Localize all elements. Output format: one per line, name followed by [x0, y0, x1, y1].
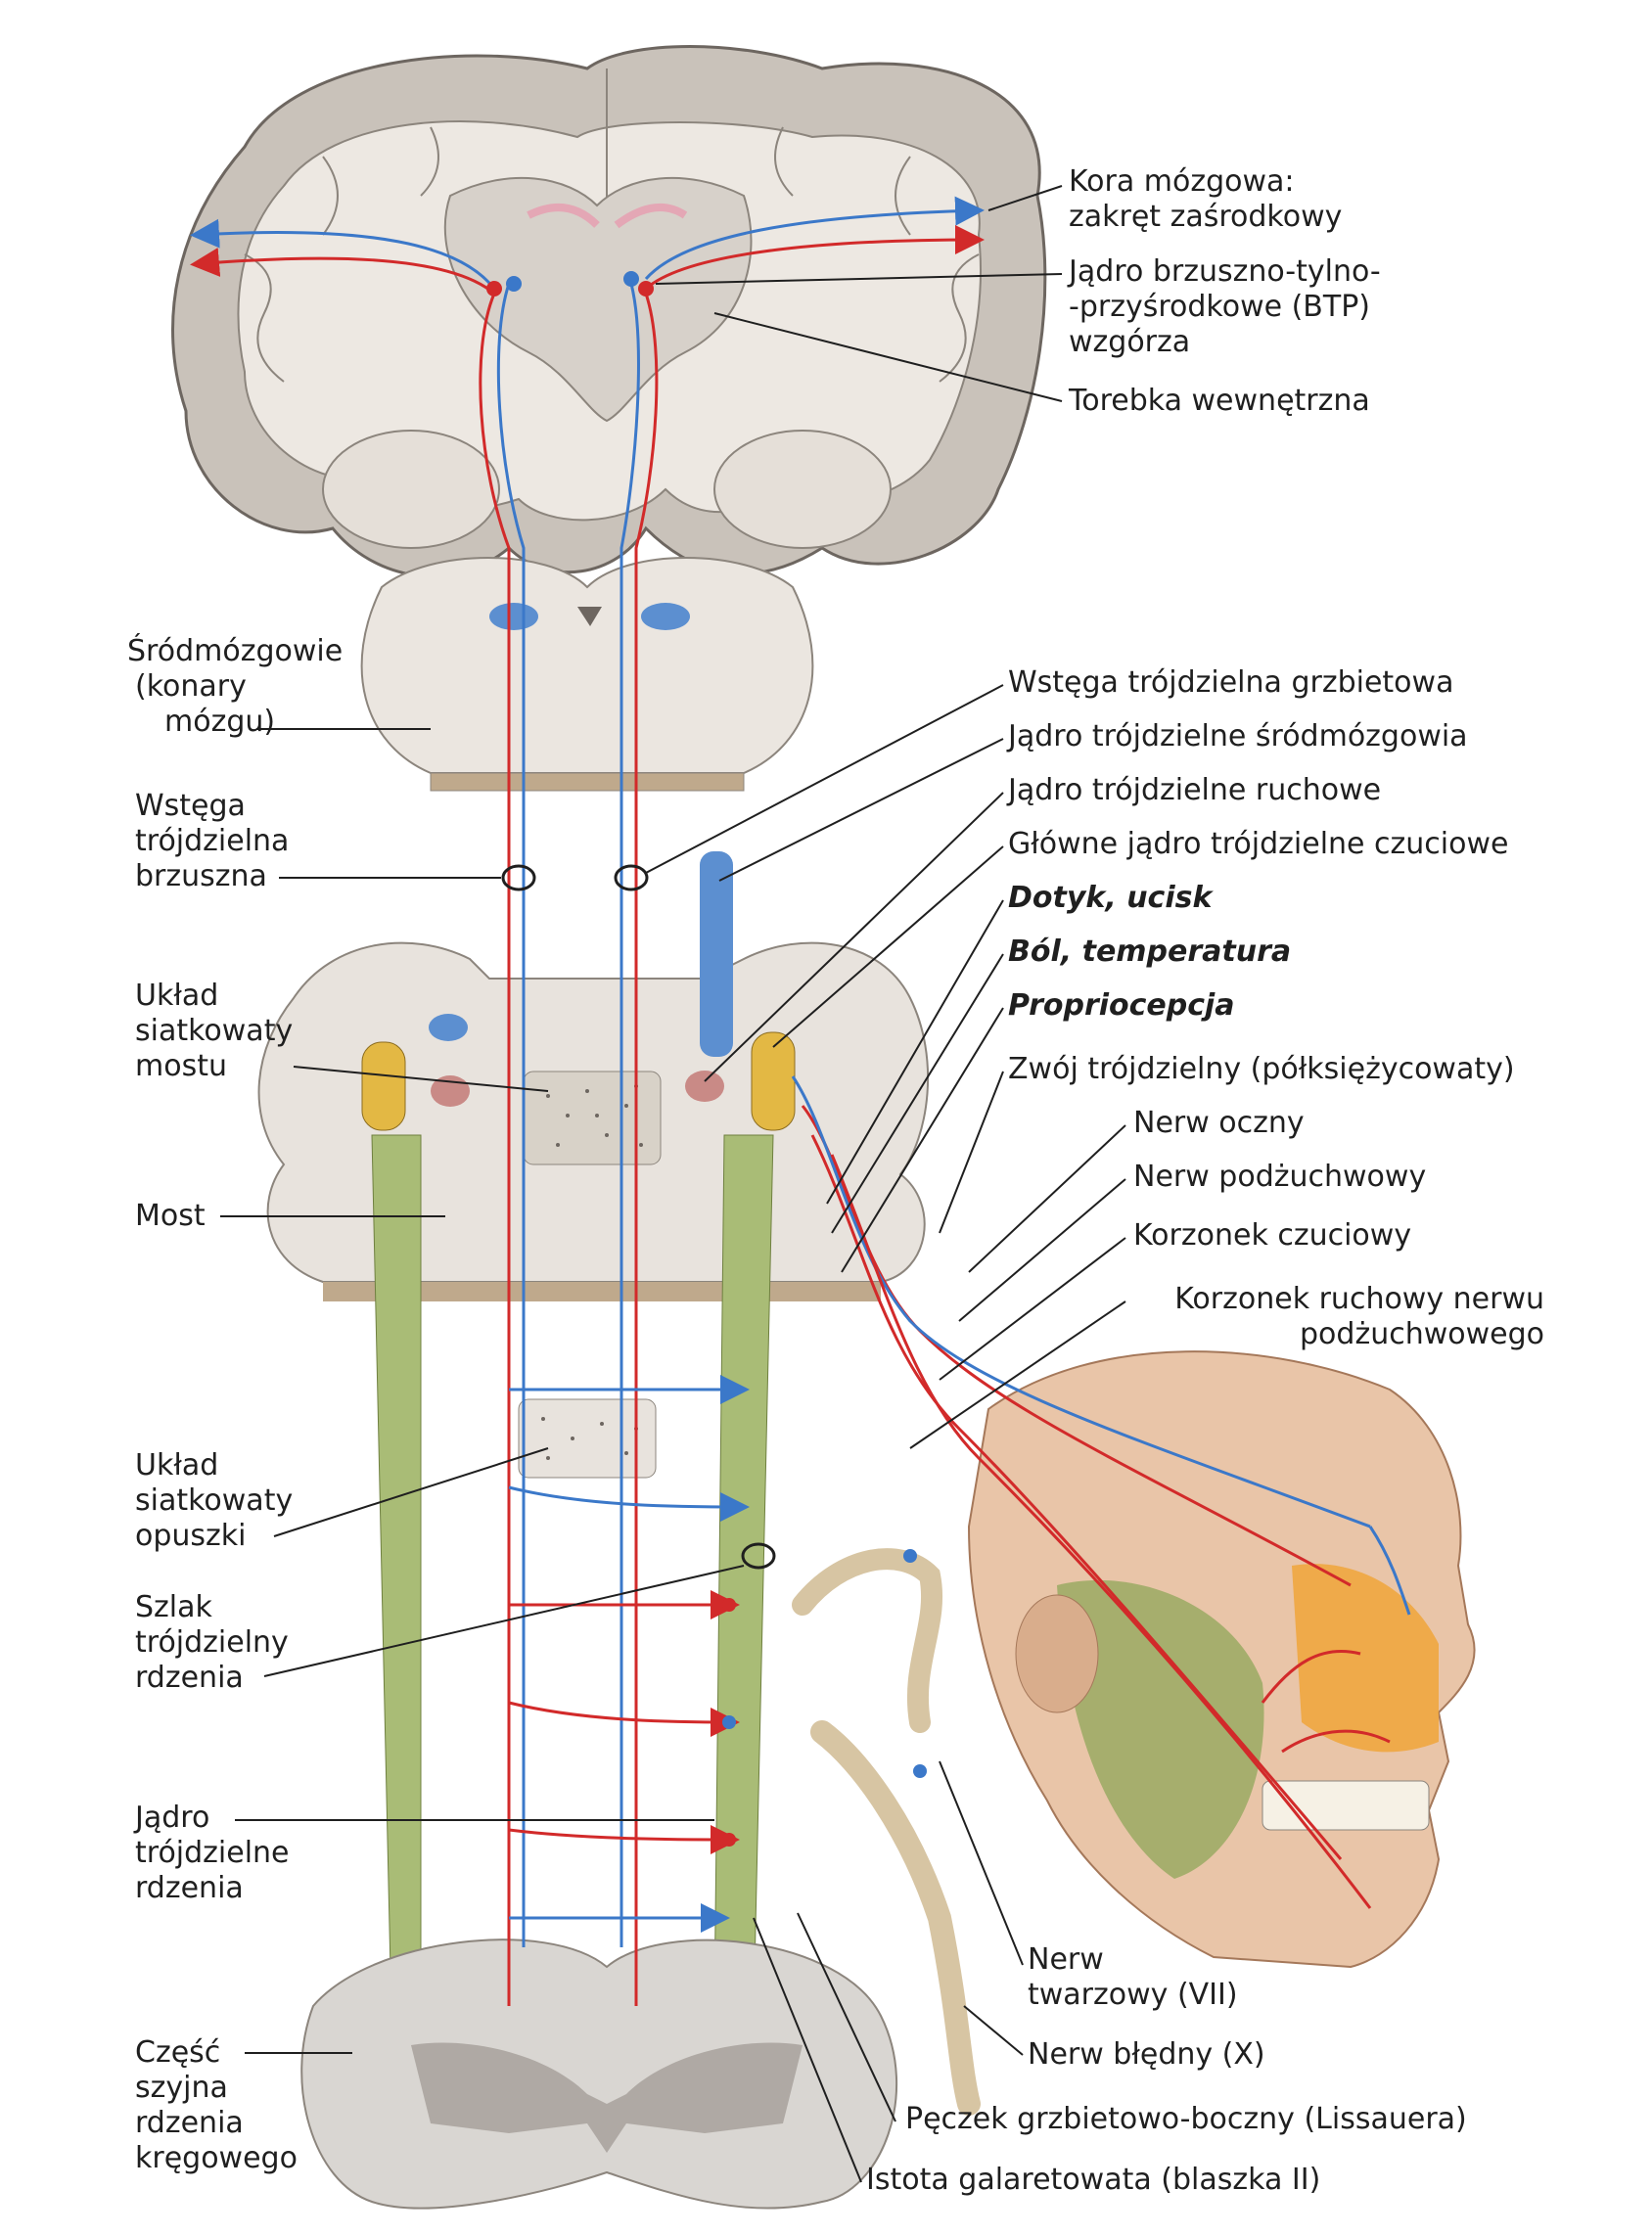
label-uklad-mostu: Układ siatkowaty mostu — [135, 979, 293, 1084]
label-jadro-rdzenia: Jądro trójdzielne rdzenia — [135, 1801, 290, 1906]
label-nerw-bledny: Nerw błędny (X) — [1028, 2037, 1265, 2072]
label-korzonek-ruchowy: Korzonek ruchowy nerwu podżuchwowego — [1133, 1282, 1544, 1352]
label-torebka: Torebka wewnętrzna — [1069, 384, 1370, 418]
label-szlak-line1: Szlak — [135, 1590, 212, 1624]
label-szlak: Szlak trójdzielny rdzenia — [135, 1590, 289, 1696]
label-czesc-szyjna-line3: rdzenia — [135, 2106, 244, 2140]
label-wstega-grzbietowa: Wstęga trójdzielna grzbietowa — [1008, 665, 1454, 700]
label-btp-line1: Jądro brzuszno-tylno- — [1069, 254, 1381, 289]
label-wstega-brzuszna-line1: Wstęga — [135, 789, 246, 823]
label-wstega-brzuszna-line2: trójdzielna — [135, 824, 290, 858]
label-most: Most — [135, 1199, 206, 1233]
label-btp-line2: -przyśrodkowe (BTP) — [1069, 290, 1370, 324]
label-szlak-line3: rdzenia — [135, 1661, 244, 1695]
label-korzonek-czuciowy: Korzonek czuciowy — [1133, 1218, 1412, 1253]
label-uklad-opuszki-line1: Układ — [135, 1448, 219, 1482]
label-jadro-rdzenia-line2: trójdzielne — [135, 1836, 290, 1870]
label-uklad-opuszki: Układ siatkowaty opuszki — [135, 1448, 293, 1554]
label-czesc-szyjna-line1: Część — [135, 2035, 221, 2070]
label-srodmozgowie-line3: mózgu) — [164, 705, 276, 739]
label-srodmozgowie-line1: Śródmózgowie — [127, 634, 344, 668]
label-nerw-twarzowy: Nerw twarzowy (VII) — [1028, 1942, 1238, 2013]
label-szlak-line2: trójdzielny — [135, 1625, 289, 1660]
label-uklad-mostu-line3: mostu — [135, 1049, 227, 1083]
face-illustration — [967, 1350, 1476, 1969]
leader-lines — [220, 185, 1126, 2183]
label-jadro-rdzenia-line3: rdzenia — [135, 1871, 244, 1905]
pons-section — [257, 851, 930, 1301]
label-czesc-szyjna-line2: szyjna — [135, 2071, 228, 2105]
label-kora: Kora mózgowa: zakręt zaśrodkowy — [1069, 164, 1342, 235]
label-uklad-opuszki-line2: siatkowaty — [135, 1483, 294, 1518]
label-srodmozgowie: Śródmózgowie (konary mózgu) — [127, 634, 343, 740]
medulla-section — [371, 1134, 774, 2017]
label-kora-line2: zakręt zaśrodkowy — [1069, 200, 1343, 234]
label-nerw-oczny: Nerw oczny — [1133, 1106, 1305, 1140]
label-uklad-mostu-line1: Układ — [135, 979, 219, 1013]
label-btp-line3: wzgórza — [1069, 325, 1191, 359]
label-wstega-brzuszna-line3: brzuszna — [135, 859, 267, 893]
nucleus-markers — [486, 271, 927, 1847]
brain-coronal-section — [171, 45, 1047, 578]
label-glowne-jadro: Główne jądro trójdzielne czuciowe — [1008, 827, 1509, 861]
label-jadro-rdzenia-line1: Jądro — [135, 1801, 210, 1835]
label-kora-line1: Kora mózgowa: — [1069, 164, 1295, 199]
label-korzonek-ruchowy-line2: podżuchwowego — [1300, 1317, 1544, 1351]
label-uklad-mostu-line2: siatkowaty — [135, 1014, 294, 1048]
label-korzonek-ruchowy-line1: Korzonek ruchowy nerwu — [1174, 1282, 1544, 1316]
midbrain-section — [360, 557, 814, 792]
label-peczek: Pęczek grzbietowo-boczny (Lissauera) — [905, 2102, 1467, 2136]
cranial-nerves-tan — [792, 1548, 981, 2116]
label-wstega-brzuszna: Wstęga trójdzielna brzuszna — [135, 789, 289, 894]
label-propriocepcja: Propriocepcja — [1008, 988, 1235, 1023]
label-nerw-podzuchwowy: Nerw podżuchwowy — [1133, 1160, 1427, 1194]
lemniscus-markers — [501, 864, 776, 1570]
label-uklad-opuszki-line3: opuszki — [135, 1519, 247, 1553]
label-zwoj: Zwój trójdzielny (półksiężycowaty) — [1008, 1052, 1515, 1086]
label-bol: Ból, temperatura — [1008, 935, 1292, 969]
label-dotyk: Dotyk, ucisk — [1008, 881, 1213, 915]
label-jadro-srodmozgowia: Jądro trójdzielne śródmózgowia — [1008, 719, 1468, 753]
label-jadro-ruchowe: Jądro trójdzielne ruchowe — [1008, 773, 1382, 807]
label-czesc-szyjna: Część szyjna rdzenia kręgowego — [135, 2035, 298, 2176]
label-czesc-szyjna-line4: kręgowego — [135, 2141, 298, 2175]
label-nerw-twarzowy-line1: Nerw — [1028, 1942, 1104, 1977]
spinal-cord-section — [300, 1939, 898, 2210]
label-srodmozgowie-line2: (konary — [135, 669, 247, 704]
label-istota: Istota galaretowata (blaszka II) — [866, 2163, 1321, 2197]
label-btp: Jądro brzuszno-tylno- -przyśrodkowe (BTP… — [1069, 254, 1381, 360]
label-nerw-twarzowy-line2: twarzowy (VII) — [1028, 1978, 1238, 2012]
sensory-pathways — [190, 196, 1411, 2006]
